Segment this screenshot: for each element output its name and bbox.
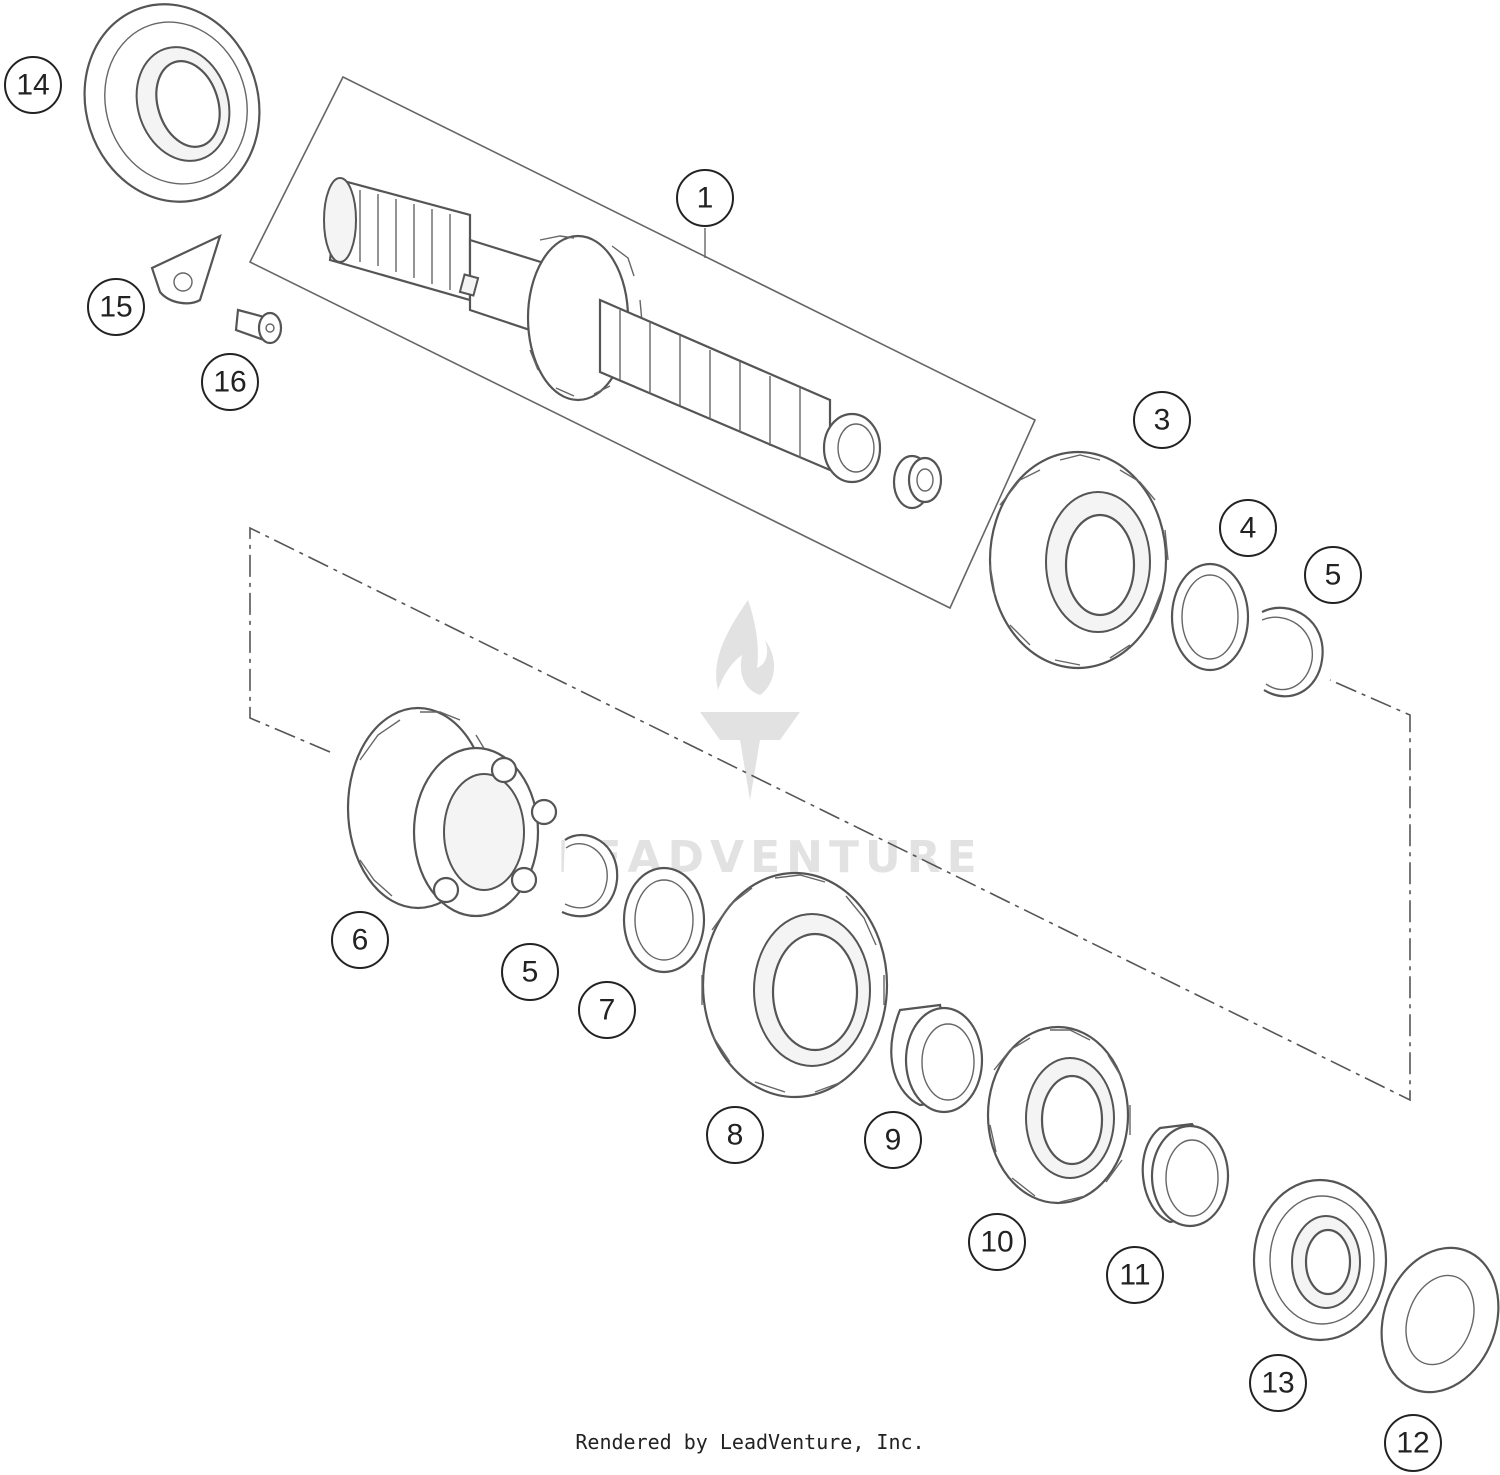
callout-1[interactable]: 1: [676, 169, 734, 227]
lock-plate-15: [150, 233, 222, 305]
callout-label: 16: [213, 366, 246, 399]
callout-label: 5: [1325, 559, 1342, 592]
callout-label: 11: [1119, 1259, 1150, 1292]
callout-15[interactable]: 15: [87, 278, 145, 336]
gear-8: [701, 871, 889, 1099]
callout-label: 1: [697, 182, 714, 215]
thrust-washer-7: [622, 866, 706, 974]
callout-label: 15: [99, 291, 132, 324]
gear-3: [988, 450, 1169, 670]
main-shaft-1: [323, 177, 882, 484]
watermark-logo: LEADVENTURE: [557, 600, 982, 883]
needle-bearing-small: [892, 454, 943, 510]
callout-label: 10: [980, 1226, 1013, 1259]
callout-8[interactable]: 8: [706, 1106, 764, 1164]
callout-3[interactable]: 3: [1133, 391, 1191, 449]
callout-label: 5: [522, 956, 539, 989]
callout-label: 8: [727, 1119, 744, 1152]
callout-label: 14: [16, 69, 49, 102]
callout-16[interactable]: 16: [201, 353, 259, 411]
callout-9[interactable]: 9: [864, 1111, 922, 1169]
callout-7[interactable]: 7: [578, 981, 636, 1039]
circlip-5-lower: [561, 833, 619, 918]
shaft-frame: [248, 75, 1037, 610]
callout-label: 3: [1154, 404, 1171, 437]
needle-bearing-9: [890, 1003, 984, 1114]
callout-label: 4: [1240, 512, 1257, 545]
gear-10: [986, 1025, 1131, 1205]
callout-4[interactable]: 4: [1219, 499, 1277, 557]
bearing-13: [1252, 1178, 1388, 1342]
callout-13[interactable]: 13: [1249, 1354, 1307, 1412]
callout-6[interactable]: 6: [331, 911, 389, 969]
callout-label: 12: [1396, 1427, 1429, 1460]
footer-credit: Rendered by LeadVenture, Inc.: [575, 1430, 925, 1454]
thrust-washer-4: [1170, 562, 1250, 672]
bushing-11: [1141, 1122, 1230, 1228]
watermark-text: LEADVENTURE: [557, 832, 982, 883]
assembly-dashed-line: [249, 526, 1411, 1102]
callout-10[interactable]: 10: [968, 1213, 1026, 1271]
shim-washer-12: [1380, 1246, 1500, 1394]
callout-14[interactable]: 14: [4, 56, 62, 114]
callout-label: 9: [885, 1124, 902, 1157]
callout-label: 6: [352, 924, 369, 957]
callout-label: 13: [1261, 1367, 1294, 1400]
gear-6: [346, 706, 558, 918]
bearing-14: [83, 3, 261, 203]
callout-label: 7: [599, 994, 616, 1027]
callout-5a[interactable]: 5: [1304, 546, 1362, 604]
screw-16: [234, 308, 283, 345]
callout-5b[interactable]: 5: [501, 943, 559, 1001]
callout-11[interactable]: 11: [1106, 1246, 1164, 1304]
callout-12[interactable]: 12: [1384, 1414, 1442, 1472]
circlip-5-upper: [1261, 606, 1324, 698]
